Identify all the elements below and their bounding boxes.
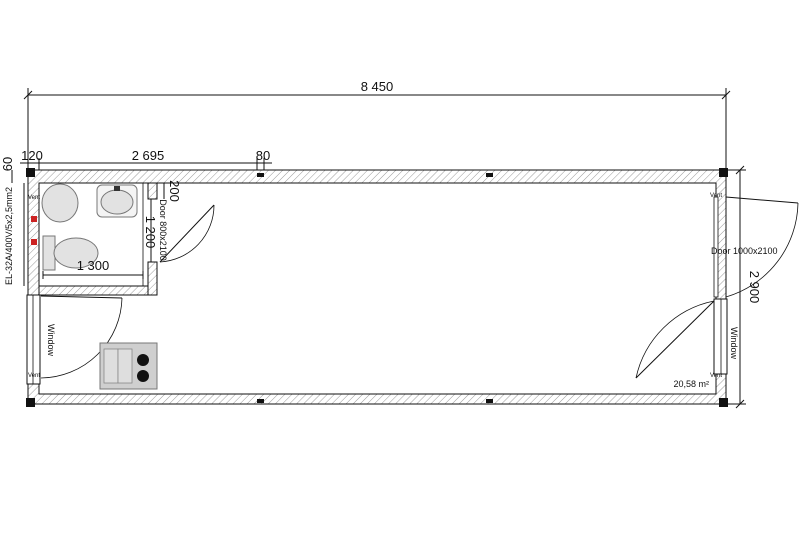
window-left-label: Window bbox=[46, 324, 56, 357]
wall-mark bbox=[486, 399, 493, 403]
sink-basin-2 bbox=[117, 348, 133, 384]
wall-mark bbox=[486, 173, 493, 177]
vent-label-right-top: Vent bbox=[710, 193, 722, 199]
socket-icon bbox=[31, 239, 37, 245]
bathroom-door bbox=[159, 204, 215, 263]
main-door bbox=[635, 196, 799, 379]
electrical-sockets bbox=[31, 216, 37, 245]
vent-label-bath: Vent bbox=[28, 195, 40, 201]
end-wall-dimension: 120 bbox=[21, 148, 43, 163]
hob-ring bbox=[137, 370, 149, 382]
wall-mark bbox=[257, 399, 264, 403]
corner-post-tl bbox=[26, 168, 35, 177]
door-offset-dimension: 200 bbox=[167, 180, 182, 202]
partition-right-upper bbox=[147, 182, 158, 200]
window-left-frame bbox=[26, 294, 123, 385]
bathroom-length-dimension: 2 695 bbox=[132, 148, 165, 163]
sink-basin-1 bbox=[103, 348, 119, 384]
bathroom-partition bbox=[38, 182, 158, 296]
vent-label-left: Vent bbox=[28, 373, 40, 379]
wall-mark bbox=[257, 173, 264, 177]
dimension-lines bbox=[11, 88, 746, 409]
electrical-label: EL-32A/400V/5x2,5mm2 bbox=[4, 187, 14, 285]
corner-post-bl bbox=[26, 398, 35, 407]
kitchenette bbox=[99, 342, 158, 390]
shower-fixture bbox=[41, 183, 79, 223]
corner-post-br bbox=[719, 398, 728, 407]
bathroom-fixtures bbox=[41, 183, 138, 271]
vent-label-right-bottom: Vent bbox=[710, 373, 722, 379]
dimension-texts: 8 450 120 2 695 80 60 1 300 1 200 200 2 … bbox=[0, 79, 762, 303]
overall-length-label: 8 450 bbox=[361, 79, 394, 94]
area-label: 20,58 m² bbox=[673, 379, 709, 389]
main-door-label: Door 1000x2100 bbox=[711, 246, 778, 256]
socket-icon bbox=[31, 216, 37, 222]
partition-dimension: 80 bbox=[256, 148, 270, 163]
sink-fixture bbox=[96, 184, 138, 218]
window-right-frame bbox=[713, 298, 728, 375]
window-right-label: Window bbox=[729, 327, 739, 360]
hob-ring bbox=[137, 354, 149, 366]
partition-right-lower bbox=[147, 261, 158, 296]
wall-thickness-dimension: 60 bbox=[0, 157, 15, 171]
toilet-fixture bbox=[42, 235, 99, 271]
corner-post-tr bbox=[719, 168, 728, 177]
overall-width-dimension: 2 900 bbox=[747, 271, 762, 304]
bathroom-inner-dimension: 1 300 bbox=[77, 258, 110, 273]
bathroom-door-label: Door 800x2100 bbox=[158, 199, 168, 261]
plan-labels: EL-32A/400V/5x2,5mm2 Door 800x2100 Door … bbox=[4, 187, 778, 389]
bathroom-depth-dimension: 1 200 bbox=[143, 216, 158, 249]
partition-bottom bbox=[38, 285, 158, 296]
